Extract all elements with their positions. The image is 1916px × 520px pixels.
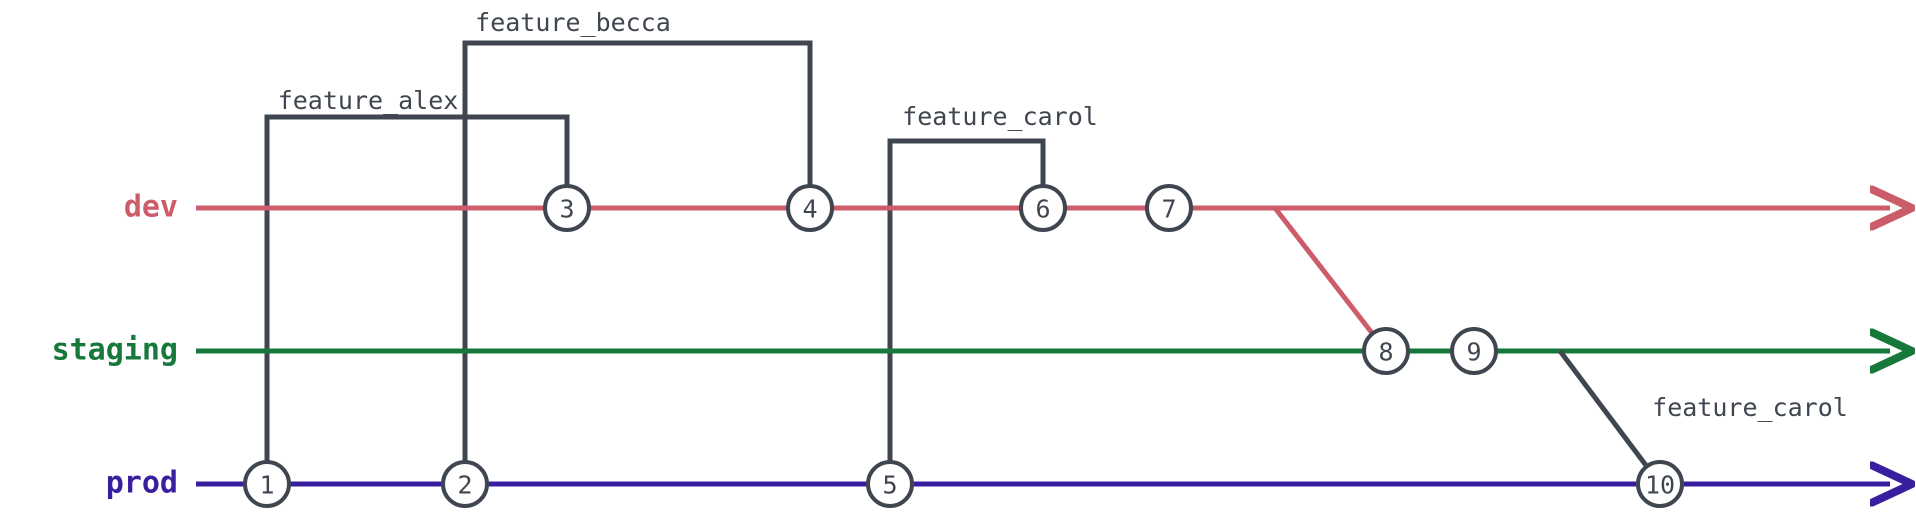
commit-number-label: 2 [457, 471, 472, 500]
commit-node-8[interactable]: 8 [1362, 327, 1410, 375]
merge-connector-group [1273, 206, 1649, 468]
feature-label-feature_alex: feature_alex [278, 86, 459, 115]
commit-node-3[interactable]: 3 [543, 184, 591, 232]
feature-label-feature_becca: feature_becca [475, 8, 671, 37]
commit-node-4[interactable]: 4 [786, 184, 834, 232]
commit-circle-6[interactable] [1019, 184, 1067, 232]
commit-number-label: 8 [1378, 338, 1393, 367]
commit-circle-1[interactable] [243, 460, 291, 508]
commit-node-6[interactable]: 6 [1019, 184, 1067, 232]
commit-circle-9[interactable] [1450, 327, 1498, 375]
commit-circle-8[interactable] [1362, 327, 1410, 375]
commit-number-label: 3 [559, 195, 574, 224]
commit-circle-3[interactable] [543, 184, 591, 232]
feature-label-group: feature_alexfeature_beccafeature_carolfe… [278, 8, 1848, 422]
merge-path-feature_carol_bottom [1558, 349, 1649, 468]
commit-number-label: 10 [1645, 471, 1675, 500]
commit-node-7[interactable]: 7 [1145, 184, 1193, 232]
feature-branch-path-feature_alex [264, 114, 570, 484]
commit-number-label: 5 [882, 471, 897, 500]
commit-number-label: 6 [1035, 195, 1050, 224]
branch-label-staging: staging [52, 333, 178, 368]
commit-circle-10[interactable] [1636, 460, 1684, 508]
commit-number-label: 4 [802, 195, 817, 224]
branch-label-group: dev staging prod [52, 190, 178, 501]
commit-circle-7[interactable] [1145, 184, 1193, 232]
commit-node-2[interactable]: 2 [441, 460, 489, 508]
commit-number-label: 9 [1466, 338, 1481, 367]
commit-number-label: 7 [1161, 195, 1176, 224]
commit-node-group: 1 2 3 4 5 6 7 8 9 10 [243, 184, 1684, 508]
merge-path-dev-to-staging [1273, 206, 1375, 336]
branch-lane-group [196, 208, 1890, 484]
feature-branch-group [264, 40, 1046, 484]
feature-branch-path-feature_carol_top [887, 138, 1046, 484]
feature-label-feature_carol_bottom: feature_carol [1652, 393, 1848, 422]
feature-branch-path-feature_becca [462, 40, 813, 484]
feature-label-feature_carol_top: feature_carol [902, 102, 1098, 131]
commit-node-10[interactable]: 10 [1636, 460, 1684, 508]
commit-node-5[interactable]: 5 [866, 460, 914, 508]
branch-label-prod: prod [106, 466, 178, 501]
branch-label-dev: dev [124, 190, 178, 225]
commit-circle-4[interactable] [786, 184, 834, 232]
commit-number-label: 1 [259, 471, 274, 500]
commit-node-1[interactable]: 1 [243, 460, 291, 508]
commit-node-9[interactable]: 9 [1450, 327, 1498, 375]
commit-circle-2[interactable] [441, 460, 489, 508]
commit-circle-5[interactable] [866, 460, 914, 508]
